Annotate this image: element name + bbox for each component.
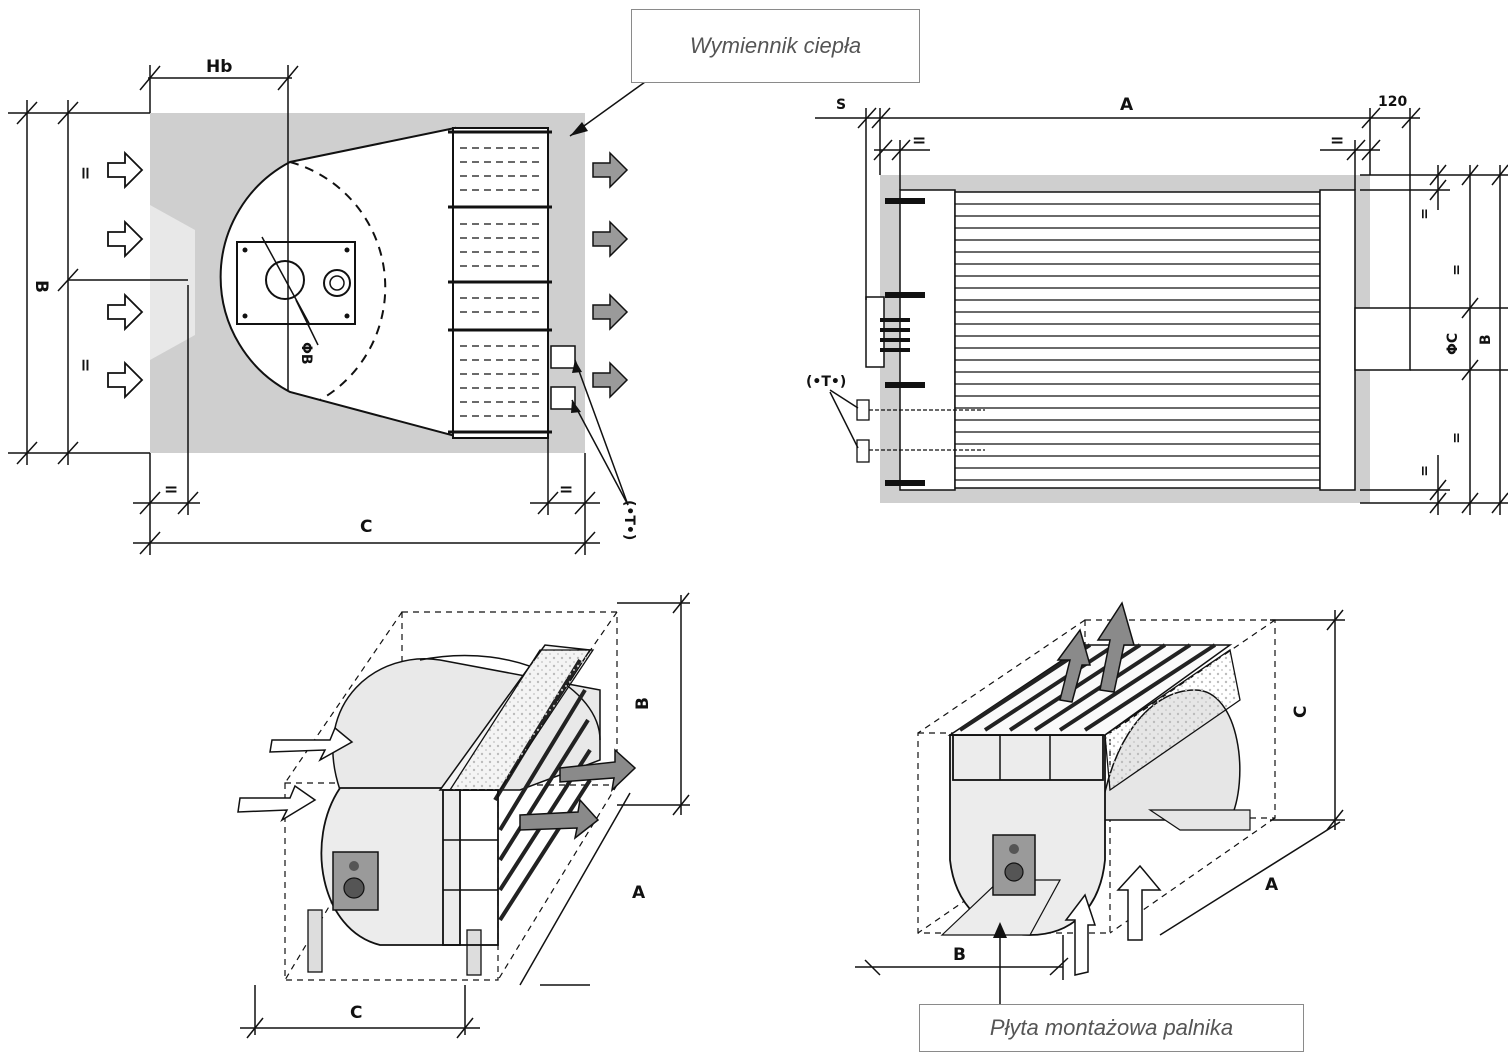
label-a-side-view: A	[1120, 95, 1134, 115]
isometric-view-2: C A B	[855, 601, 1345, 1005]
inlet-arrows-iso-2	[1064, 864, 1162, 976]
label-equal-lower: =	[75, 358, 95, 372]
isometric-view-1: B A C	[237, 592, 690, 1039]
exchanger-body-side	[954, 191, 1321, 489]
label-thermostat-top-view: (•T•)	[621, 500, 637, 540]
label-c-iso-1: C	[350, 1003, 362, 1023]
label-equal-side-left: =	[912, 131, 926, 151]
side-view: S A 120 = = = = = = ΦC B (•T•)	[806, 94, 1508, 515]
inlet-arrows-iso-1	[237, 726, 354, 822]
flue-outlet	[1354, 307, 1411, 371]
label-equal-side-4: =	[1416, 465, 1432, 477]
thermostat-probe-1	[856, 399, 870, 421]
outlet-arrows	[592, 151, 629, 399]
burner-plate-callout: Płyta montażowa palnika	[919, 1004, 1304, 1052]
chamber-dashed-arc	[289, 161, 387, 401]
label-a-iso-1: A	[632, 883, 646, 903]
label-a-iso-2: A	[1265, 875, 1279, 895]
label-equal-side-right: =	[1330, 131, 1344, 151]
label-equal-side-2: =	[1448, 264, 1464, 276]
outlet-arrows-iso-1	[519, 748, 637, 840]
heat-exchanger-callout: Wymiennik ciepła	[631, 9, 920, 83]
label-hb: Hb	[206, 57, 232, 77]
thermostat-1	[550, 345, 576, 369]
burner-plate-callout-text: Płyta montażowa palnika	[989, 1015, 1234, 1040]
label-phi-b: ΦB	[298, 342, 314, 365]
thermostat-probe-2	[856, 439, 870, 463]
label-b-side-view: B	[1478, 334, 1494, 345]
label-b-top-view: B	[31, 280, 51, 293]
thermostat-2	[550, 386, 576, 410]
top-view: Hb B = = = = C ΦB (•T•)	[8, 57, 646, 555]
label-phi-c: ΦC	[1445, 333, 1461, 355]
label-c-top-view: C	[360, 517, 372, 537]
inlet-funnel	[150, 205, 195, 360]
label-equal-left: =	[164, 480, 178, 500]
label-c-iso-2: C	[1291, 706, 1311, 718]
label-equal-side-1: =	[1416, 208, 1432, 220]
label-equal-right: =	[559, 480, 573, 500]
label-equal-upper: =	[75, 166, 95, 180]
label-thermostat-side-view: (•T•)	[806, 374, 846, 390]
label-120: 120	[1378, 94, 1407, 110]
label-equal-side-3: =	[1448, 432, 1464, 444]
inlet-arrows	[107, 150, 144, 400]
label-b-iso-1: B	[633, 697, 653, 710]
label-s: S	[836, 97, 846, 113]
outlet-arrows-iso-2	[1056, 601, 1135, 703]
label-b-iso-2: B	[953, 945, 966, 965]
heat-exchanger-callout-text: Wymiennik ciepła	[689, 33, 862, 58]
